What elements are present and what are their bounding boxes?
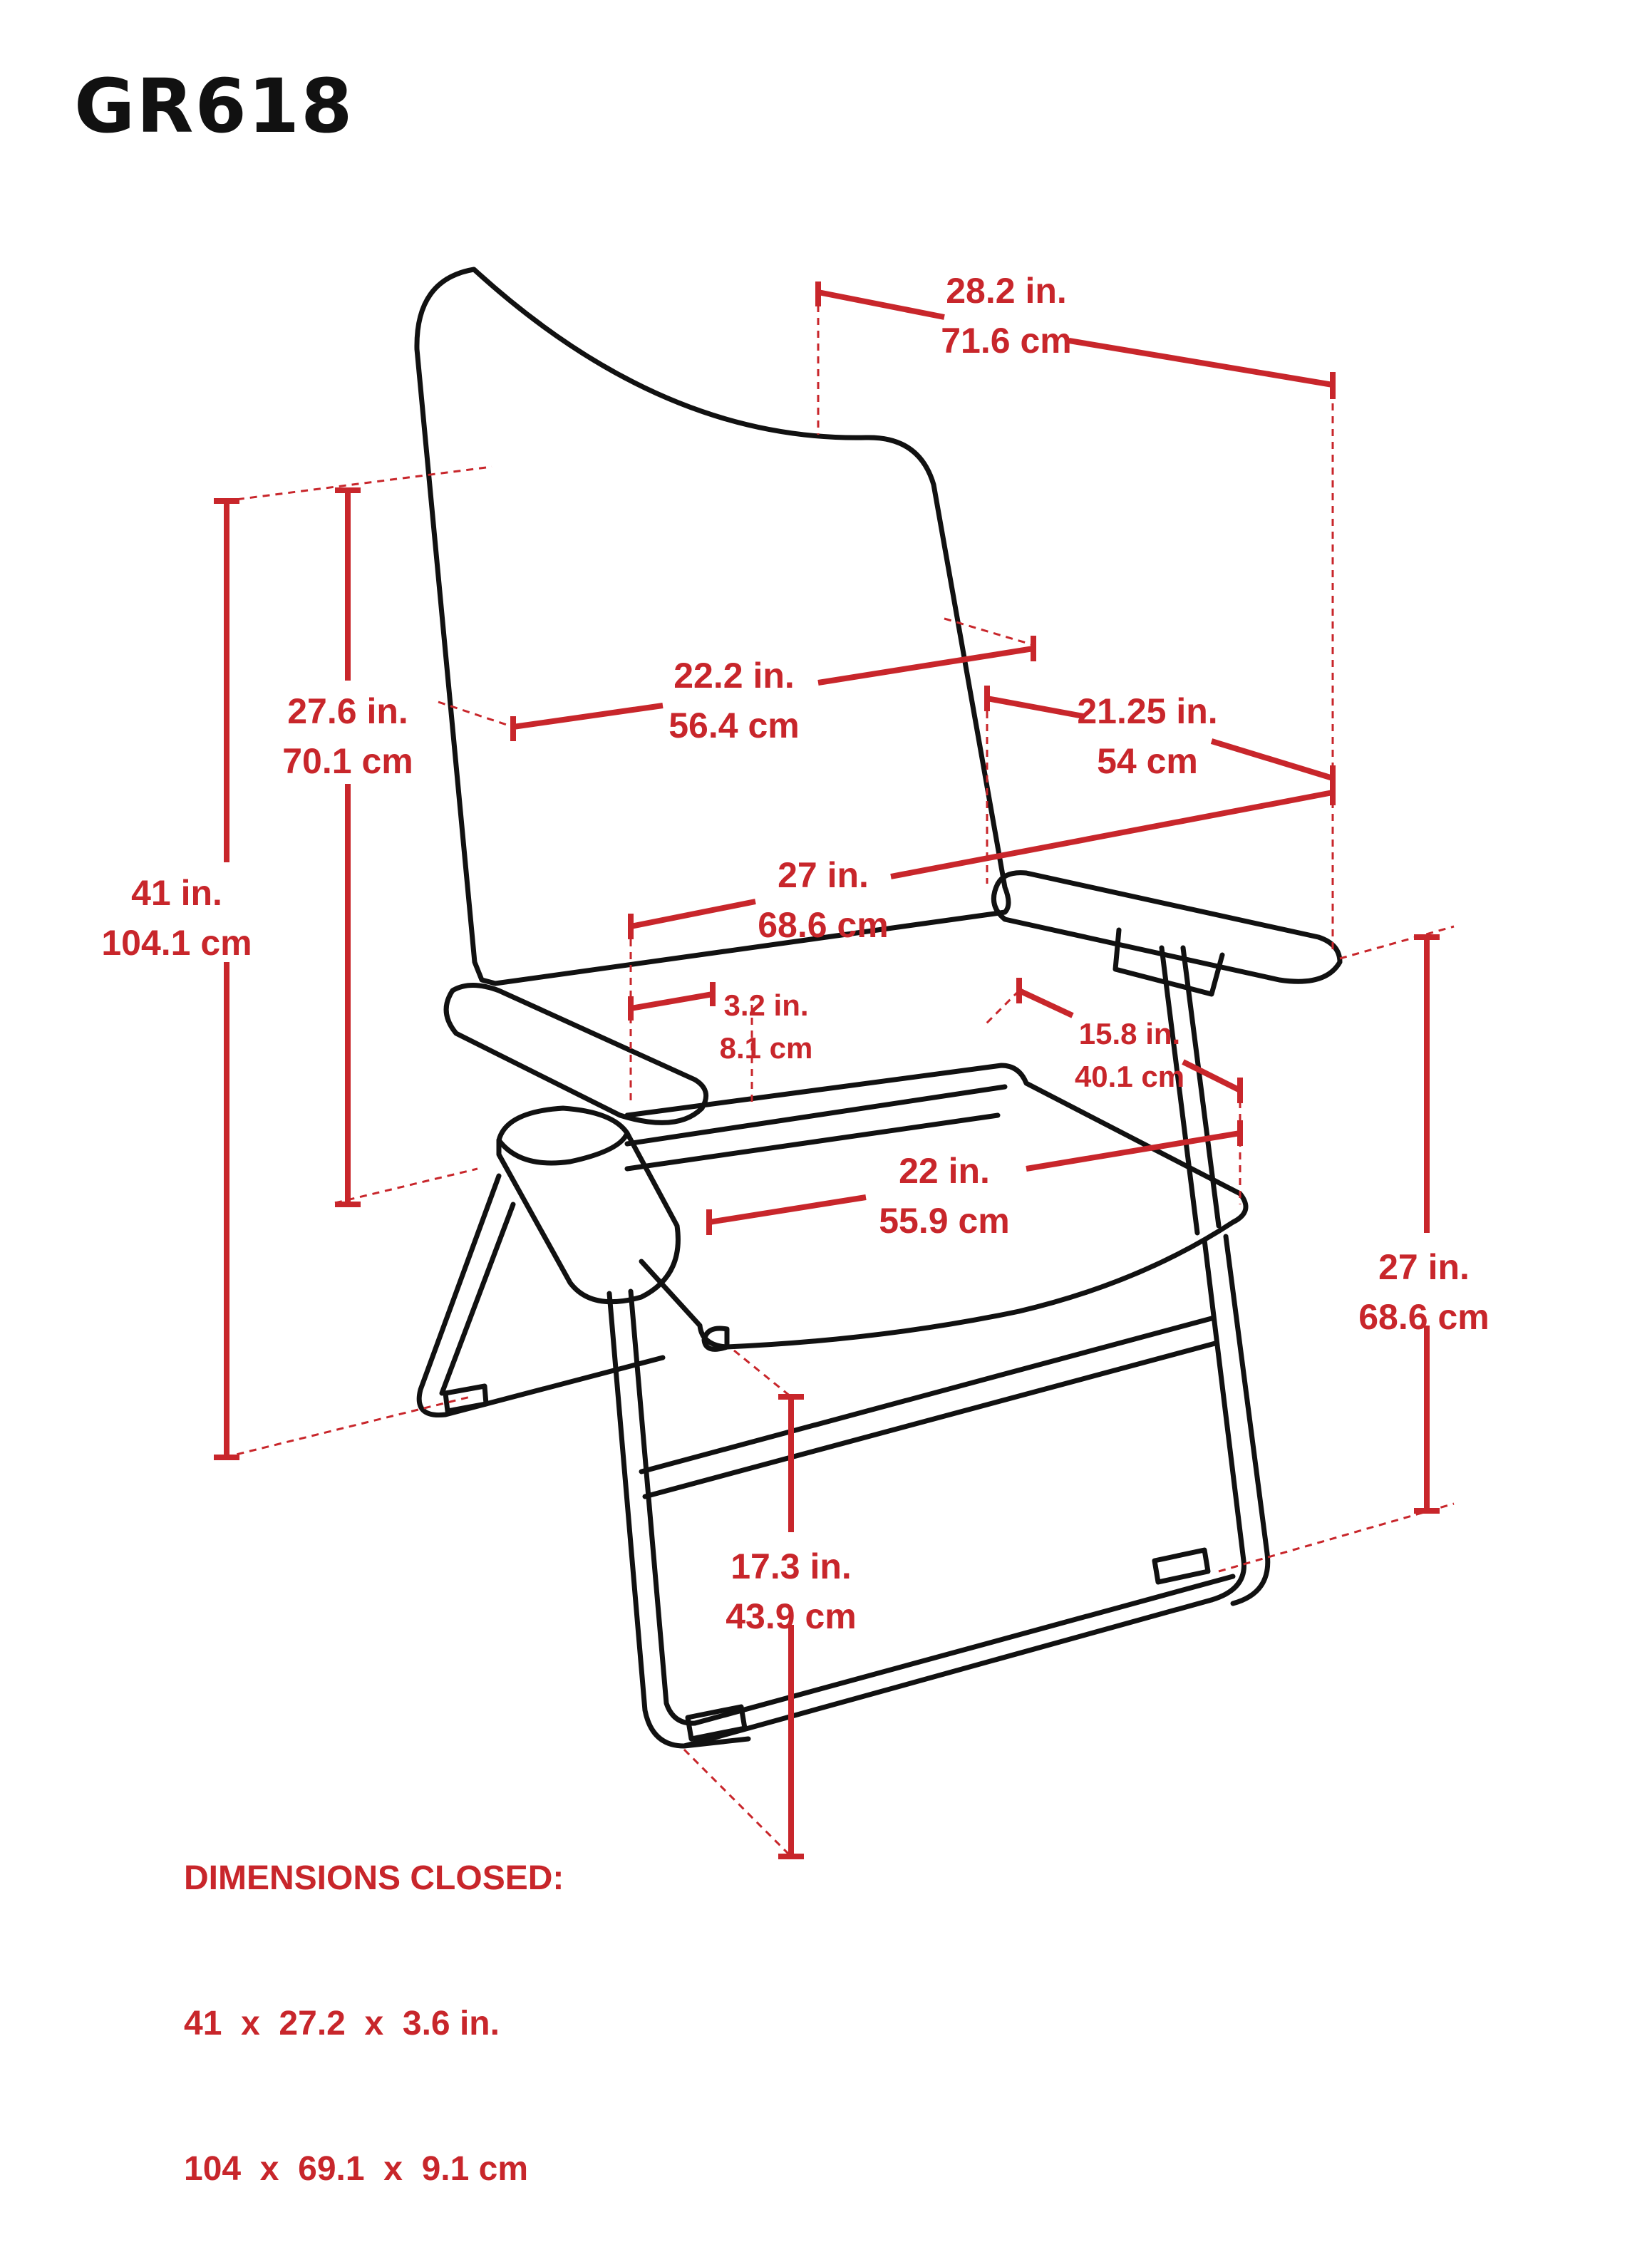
chair-front-crossbar [639, 1316, 1218, 1499]
chair-rear-left-leg [416, 1173, 666, 1418]
label-seat-height-metric: 43.9 cm [726, 1596, 856, 1636]
chair-dimension-diagram: 28.2 in. 71.6 cm 41 in. 104.1 cm 27.6 in… [101, 267, 1490, 1859]
chair-front-left-leg [606, 1288, 751, 1749]
chair-bottom-runner [681, 1574, 1236, 1749]
chair-foot-caps [443, 1383, 1211, 1742]
chair-cup-holder-rim [496, 1130, 630, 1166]
label-depth-metric: 54 cm [1097, 741, 1198, 781]
chair-backrest-left-edge [417, 334, 499, 470]
label-inner-width-imperial: 27 in. [778, 855, 869, 895]
label-armrest-width-imperial: 3.2 in. [723, 988, 808, 1022]
label-seat-width-imperial: 22 in. [899, 1151, 990, 1191]
chair-right-armrest [991, 870, 1343, 984]
label-depth-imperial: 21.25 in. [1077, 691, 1217, 731]
dimension-lines [214, 281, 1440, 1859]
label-arm-height-imperial: 27 in. [1378, 1247, 1470, 1287]
chair-seat-rail [624, 1084, 1008, 1172]
chair-left-armrest [443, 983, 709, 1125]
dim-line-seat-height [778, 1394, 804, 1859]
label-seat-height-imperial: 17.3 in. [731, 1546, 852, 1586]
dim-line-seat-depth [1016, 978, 1243, 1103]
dim-line-overall-width [815, 281, 1336, 399]
dim-line-arm-height [1414, 934, 1440, 1514]
label-overall-height-imperial: 41 in. [131, 873, 222, 913]
label-seat-depth-metric: 40.1 cm [1075, 1060, 1184, 1093]
label-overall-width-metric: 71.6 cm [941, 321, 1071, 361]
chair-rear-right-leg [1159, 945, 1222, 1236]
dimension-extension-lines [224, 292, 1455, 1858]
label-inner-width-metric: 68.6 cm [758, 905, 888, 945]
dim-line-seat-width [706, 1120, 1243, 1235]
chair-illustration [414, 267, 1343, 1749]
chair-cup-holder [496, 1105, 681, 1305]
label-overall-width-imperial: 28.2 in. [946, 271, 1067, 311]
closed-dimensions-heading: DIMENSIONS CLOSED: [184, 1859, 564, 1897]
dimension-labels: 28.2 in. 71.6 cm 41 in. 104.1 cm 27.6 in… [101, 271, 1489, 1636]
dim-line-armrest-width [628, 982, 716, 1021]
chair-front-right-leg [1202, 1234, 1271, 1606]
closed-dimensions-block: DIMENSIONS CLOSED: 41 x 27.2 x 3.6 in. 1… [184, 1757, 564, 2242]
closed-dimensions-imperial: 41 x 27.2 x 3.6 in. [184, 2005, 500, 2042]
closed-dimensions-metric: 104 x 69.1 x 9.1 cm [184, 2150, 529, 2188]
label-overall-height-metric: 104.1 cm [101, 923, 252, 963]
label-seat-width-metric: 55.9 cm [879, 1201, 1009, 1241]
chair-seat-front-bar [701, 1326, 730, 1352]
dim-line-inner-width [628, 780, 1336, 939]
label-arm-height-metric: 68.6 cm [1358, 1297, 1489, 1337]
label-armrest-width-metric: 8.1 cm [720, 1031, 813, 1065]
dim-line-back-height [335, 487, 361, 1207]
chair-backrest [414, 267, 1011, 986]
label-back-width-metric: 56.4 cm [668, 706, 799, 745]
label-back-height-metric: 70.1 cm [282, 741, 413, 781]
dim-line-back-width [510, 636, 1036, 741]
dim-line-depth [984, 686, 1336, 791]
label-seat-depth-imperial: 15.8 in. [1079, 1017, 1180, 1050]
dim-line-overall-height [214, 498, 239, 1460]
label-back-width-imperial: 22.2 in. [673, 656, 795, 696]
product-model-title: GR618 [74, 63, 354, 150]
label-back-height-imperial: 27.6 in. [287, 691, 408, 731]
